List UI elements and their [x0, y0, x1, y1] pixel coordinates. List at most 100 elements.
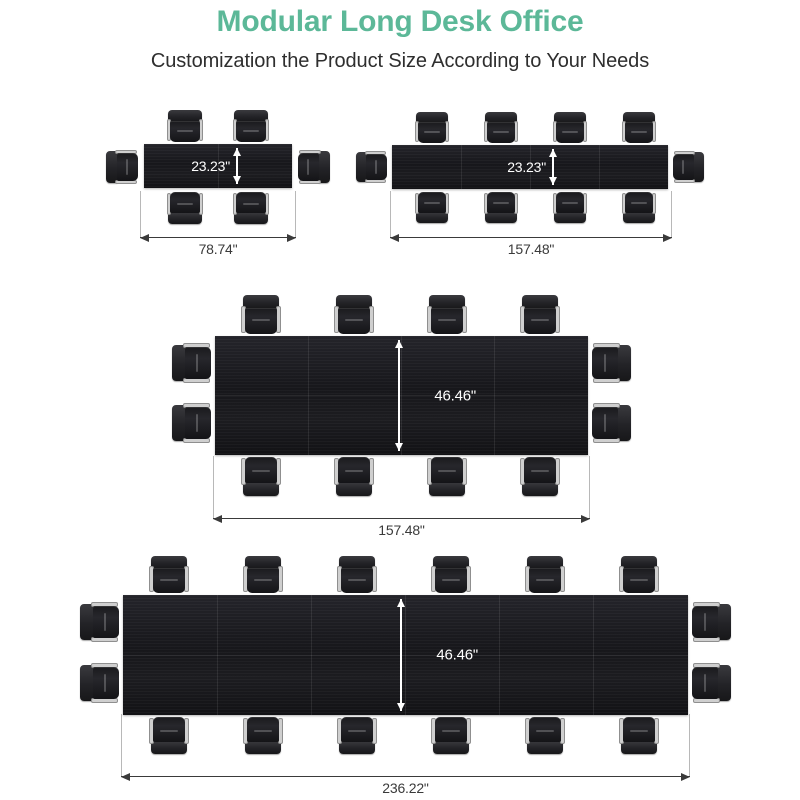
desk-seam	[499, 595, 500, 715]
desk-seam	[123, 655, 688, 656]
extension-line-left	[140, 191, 141, 237]
arrow-left-icon	[121, 772, 130, 781]
chair-bottom-5	[524, 715, 566, 754]
dimension-line	[552, 149, 554, 185]
chair-top-4	[621, 112, 657, 145]
chair-top-1	[148, 556, 190, 595]
depth-label: 46.46"	[436, 646, 478, 664]
arrow-up-icon	[233, 148, 241, 156]
depth-label: 23.23"	[191, 158, 230, 174]
chair-left-1	[356, 150, 389, 184]
arrow-down-icon	[395, 443, 403, 451]
desk-seam	[218, 144, 219, 188]
arrow-down-icon	[233, 176, 241, 184]
chair-top-1	[240, 295, 282, 336]
dimension-line	[213, 518, 590, 519]
chair-top-1	[166, 110, 204, 144]
chair-right-2	[590, 402, 631, 444]
width-label: 157.48"	[378, 522, 425, 538]
extension-line-right	[295, 191, 296, 237]
desk-surface	[215, 336, 588, 455]
chair-right-1	[690, 601, 731, 643]
chair-bottom-2	[232, 190, 270, 224]
diagram-config-16-seat: 46.46" 236.22"	[66, 548, 734, 800]
chair-top-2	[333, 295, 375, 336]
dimension-line	[400, 599, 402, 711]
desk-seam	[494, 336, 495, 455]
dimension-line	[140, 237, 296, 238]
chair-bottom-3	[552, 190, 588, 223]
arrow-right-icon	[681, 772, 690, 781]
diagram-config-12-seat: 46.46" 157.48"	[160, 280, 640, 540]
arrow-up-icon	[549, 149, 557, 157]
extension-line-left	[213, 456, 214, 518]
chair-top-2	[483, 112, 519, 145]
chair-top-3	[336, 556, 378, 595]
extension-line-right	[689, 714, 690, 776]
arrow-down-icon	[549, 177, 557, 185]
arrow-up-icon	[397, 599, 405, 607]
chair-bottom-1	[166, 190, 204, 224]
depth-label: 46.46"	[434, 387, 476, 404]
desk-surface	[392, 145, 668, 189]
chair-right-1	[590, 342, 631, 384]
dimension-line	[398, 340, 400, 451]
extension-line-right	[671, 191, 672, 237]
diagram-config-10-seat: 23.23" 157.48"	[352, 104, 704, 257]
dimension-line	[236, 148, 238, 184]
arrow-right-icon	[663, 233, 672, 242]
desk-seam	[599, 145, 600, 189]
chair-left-1	[172, 342, 213, 384]
chair-bottom-4	[430, 715, 472, 754]
desk-seam	[593, 595, 594, 715]
arrow-left-icon	[140, 233, 149, 242]
extension-line-left	[390, 191, 391, 237]
chair-right-2	[690, 662, 731, 704]
depth-label: 23.23"	[507, 159, 546, 175]
chair-top-4	[519, 295, 561, 336]
desk-seam	[461, 145, 462, 189]
chair-top-3	[426, 295, 468, 336]
desk-surface	[144, 144, 292, 188]
width-label: 157.48"	[507, 241, 555, 257]
chair-top-2	[242, 556, 284, 595]
desk-seam	[401, 336, 402, 455]
desk-surface	[123, 595, 688, 715]
chair-left-1	[80, 601, 121, 643]
arrow-left-icon	[213, 514, 222, 523]
desk-seam	[217, 595, 218, 715]
page-subtitle: Customization the Product Size According…	[150, 50, 650, 72]
desk-seam	[530, 145, 531, 189]
chair-top-6	[618, 556, 660, 595]
chair-bottom-2	[242, 715, 284, 754]
arrow-down-icon	[397, 703, 405, 711]
desk-seam	[405, 595, 406, 715]
diagram-config-6-seat: 23.23" 78.74"	[96, 104, 336, 257]
header: Modular Long Desk Office Customization t…	[0, 0, 800, 73]
chair-bottom-4	[519, 455, 561, 496]
width-label: 78.74"	[198, 241, 238, 257]
chair-bottom-2	[483, 190, 519, 223]
arrow-right-icon	[287, 233, 296, 242]
dimension-line	[390, 237, 672, 238]
chair-right-1	[296, 149, 330, 185]
arrow-left-icon	[390, 233, 399, 242]
chair-bottom-1	[240, 455, 282, 496]
chair-left-2	[80, 662, 121, 704]
chair-bottom-6	[618, 715, 660, 754]
dimension-line	[121, 776, 690, 777]
chair-top-2	[232, 110, 270, 144]
chair-top-1	[414, 112, 450, 145]
chair-bottom-1	[148, 715, 190, 754]
chair-top-5	[524, 556, 566, 595]
extension-line-right	[589, 456, 590, 518]
page-title: Modular Long Desk Office	[216, 5, 584, 38]
arrow-right-icon	[581, 514, 590, 523]
extension-line-left	[121, 714, 122, 776]
desk-seam	[215, 395, 588, 396]
chair-top-3	[552, 112, 588, 145]
chair-right-1	[671, 150, 704, 184]
width-label: 236.22"	[382, 780, 429, 796]
desk-seam	[308, 336, 309, 455]
chair-left-1	[106, 149, 140, 185]
